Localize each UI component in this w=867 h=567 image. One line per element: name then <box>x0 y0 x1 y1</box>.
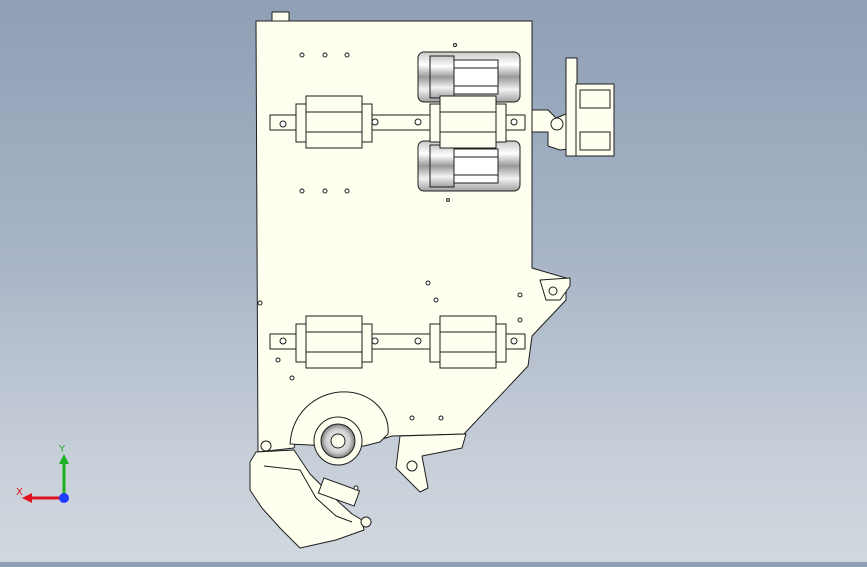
side-block-cap <box>579 89 611 109</box>
y-axis-head <box>59 454 69 464</box>
lower-cylinder-cap <box>429 144 455 188</box>
slide-block-lower-right <box>429 315 507 369</box>
lower-pin <box>360 516 372 528</box>
lower-bracket <box>249 449 365 549</box>
side-mount-hole <box>550 117 564 131</box>
z-axis-dot <box>59 493 69 503</box>
left-pivot <box>260 440 272 452</box>
slide-block-upper-right <box>429 95 507 149</box>
x-axis-label: X <box>16 487 23 498</box>
top-tab <box>271 11 290 22</box>
upper-cylinder-cap <box>429 55 455 99</box>
axis-triad: X Y <box>16 444 69 503</box>
lower-lever <box>317 477 361 507</box>
right-lower-bracket <box>395 433 467 493</box>
slide-block-lower-left <box>295 315 373 369</box>
upper-cylinder-mid <box>453 59 499 95</box>
x-axis-head <box>22 493 32 503</box>
lower-cylinder-mid <box>453 148 499 184</box>
lower-bracket-edge <box>263 465 353 523</box>
side-block-cap-2 <box>579 131 611 151</box>
bracket-hole <box>406 460 418 472</box>
clamp-hole <box>548 286 558 296</box>
mounting-holes <box>257 43 523 491</box>
slide-block-upper-left <box>295 95 373 149</box>
y-axis-label: Y <box>58 444 66 455</box>
side-mount-bar <box>565 57 578 157</box>
disc-hub <box>330 433 346 449</box>
